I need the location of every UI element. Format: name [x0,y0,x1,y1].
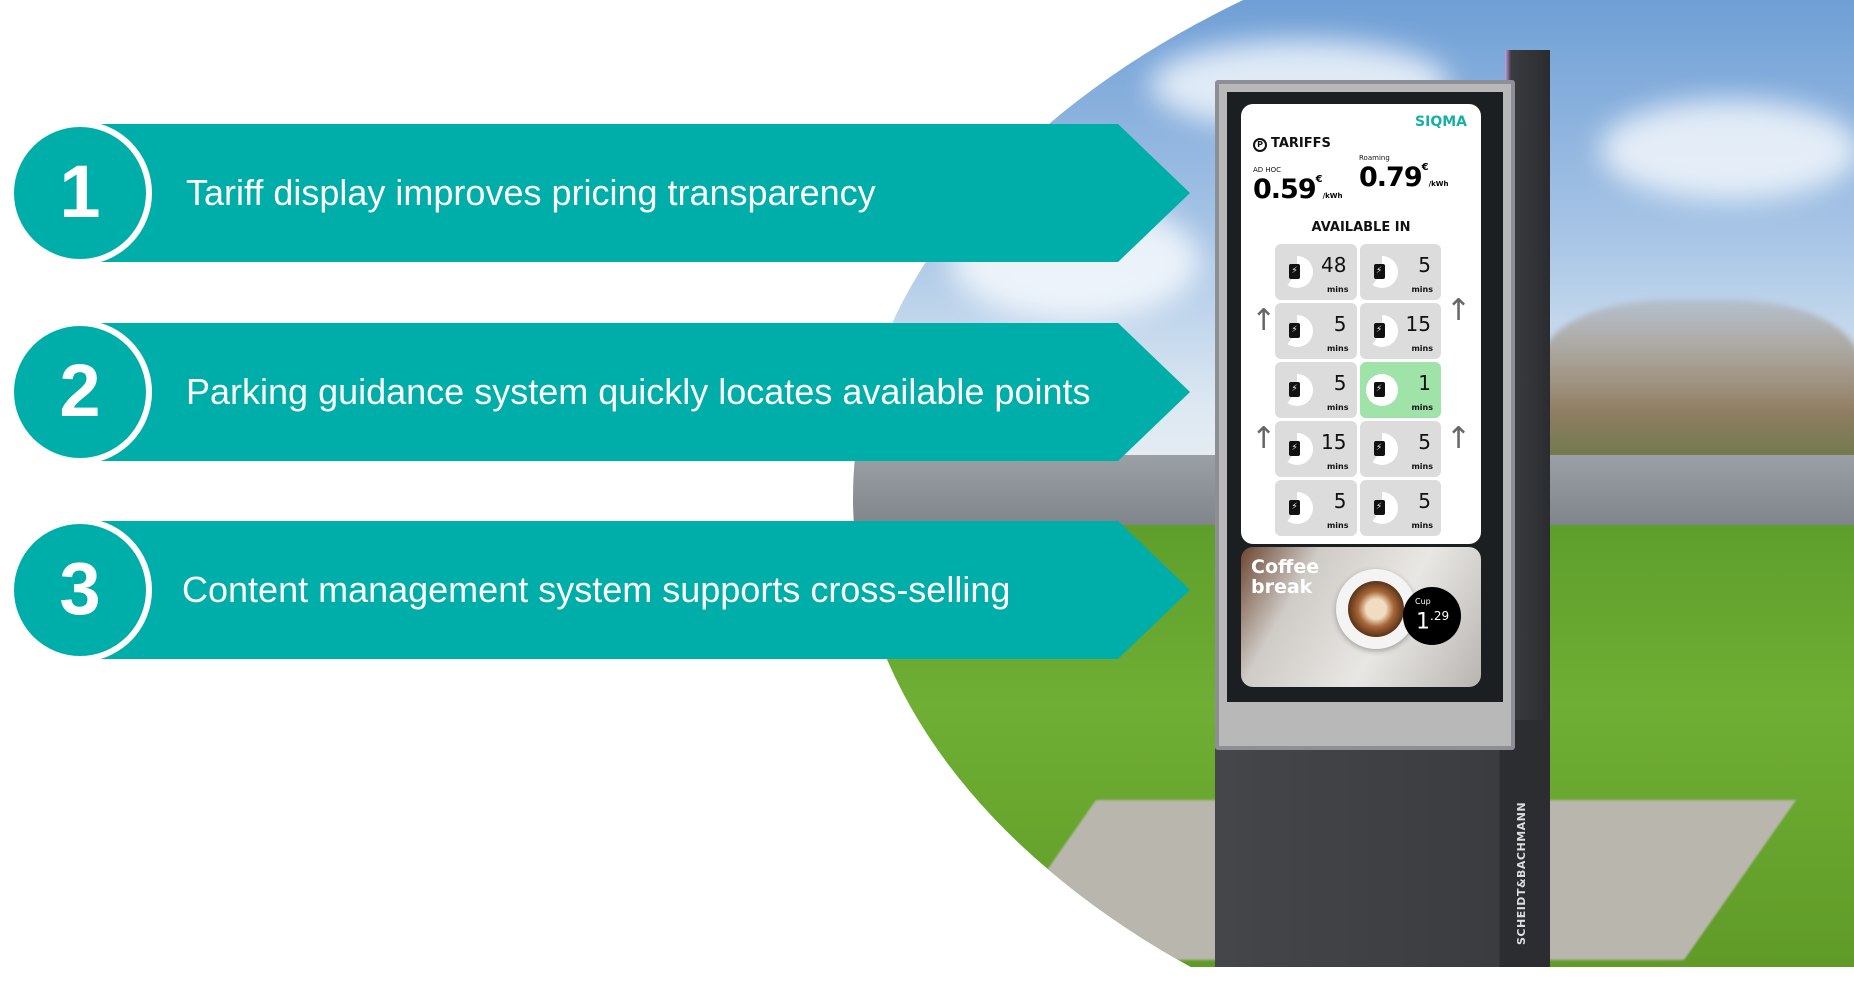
charger-icon: ⚡ [1373,441,1385,456]
roaming-price: Roaming 0.79€/kWh [1359,154,1449,193]
kiosk-base [1215,720,1550,967]
road [853,455,1854,530]
charger-icon: ⚡ [1289,382,1300,397]
arrow-up-icon: ↑ [1251,303,1277,338]
promo-title-line1: Coffee [1251,556,1320,578]
charging-kiosk: SCHEIDT&BACHMANN SIQMA P TARIFFS AD HOC 0… [1215,50,1550,967]
brand-logo: SIQMA [1415,114,1467,130]
parking-icon: P [1253,138,1267,152]
available-title: AVAILABLE IN [1311,220,1411,235]
kiosk-screen: SIQMA P TARIFFS AD HOC 0.59€/kWh Roaming … [1227,92,1503,702]
feature-number: 2 [8,320,152,464]
trees [1540,300,1854,460]
charger-icon: ⚡ [1289,323,1300,338]
charger-icon: ⚡ [1373,500,1385,515]
feature-text: Tariff display improves pricing transpar… [186,172,876,213]
feature-number: 3 [8,518,152,662]
charger-icon: ⚡ [1373,382,1385,397]
tariff-panel: SIQMA P TARIFFS AD HOC 0.59€/kWh Roaming … [1241,104,1481,205]
coffee-cup-image [1336,569,1416,649]
arrow-up-icon: ↑ [1445,421,1471,456]
feature-number: 1 [8,121,152,265]
charger-icon: ⚡ [1289,500,1300,515]
charger-icon: ⚡ [1289,441,1300,456]
price-badge: Cup 1.29 [1403,587,1461,645]
tariffs-title: TARIFFS [1271,136,1331,151]
arrow-up-icon: ↑ [1251,421,1277,456]
promo-title-line2: break [1251,576,1313,598]
charger-icon: ⚡ [1373,323,1385,338]
adhoc-price: AD HOC 0.59€/kWh [1253,166,1343,205]
arrow-up-icon: ↑ [1445,293,1471,328]
feature-text: Content management system supports cross… [182,569,1011,610]
charger-icon: ⚡ [1373,264,1385,279]
feature-text: Parking guidance system quickly locates … [186,371,1091,412]
manufacturer-logo: SCHEIDT&BACHMANN [1515,801,1528,945]
screen-card: SIQMA P TARIFFS AD HOC 0.59€/kWh Roaming … [1241,104,1481,544]
charger-icon: ⚡ [1289,264,1300,279]
